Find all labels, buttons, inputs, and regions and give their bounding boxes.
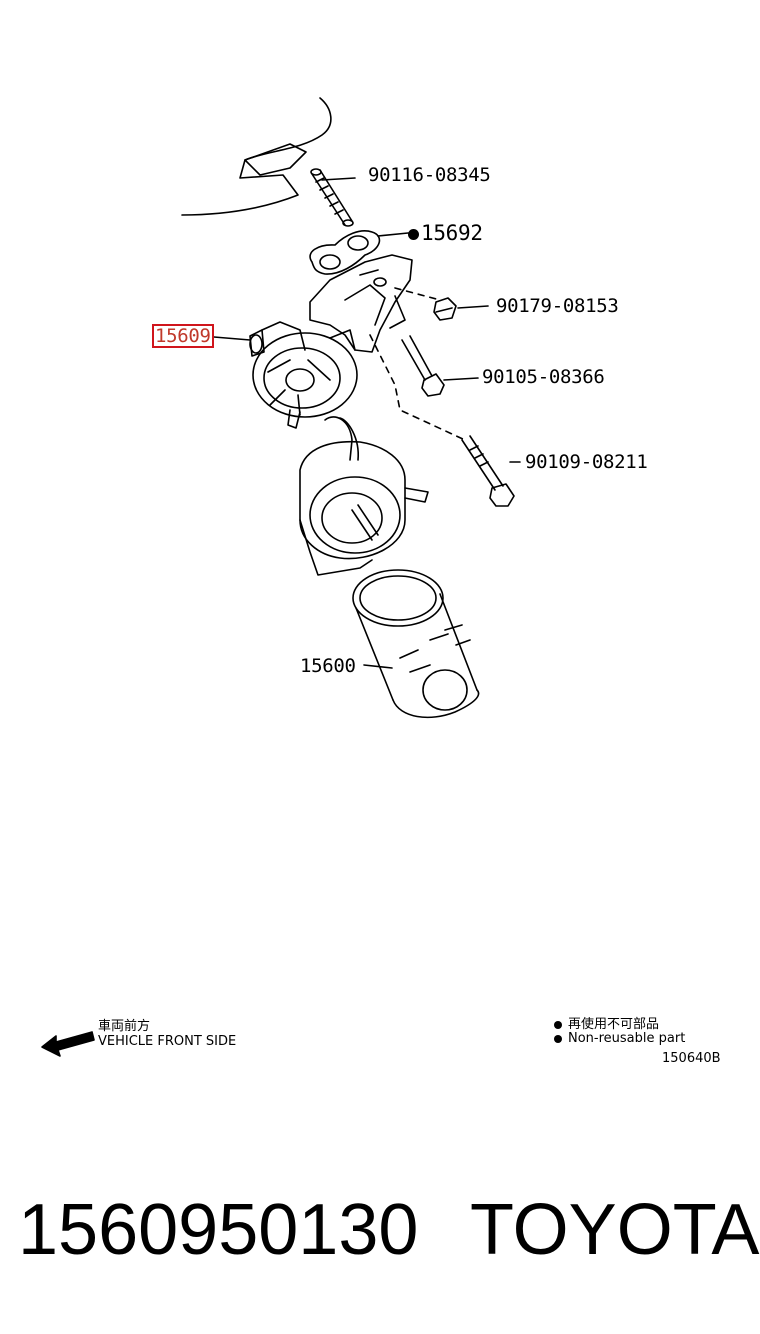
filled-circle-icon [554, 1034, 562, 1043]
leader-15609 [213, 336, 251, 341]
footer-part-number: 1560950130 [18, 1190, 419, 1270]
guide-dashes [369, 287, 466, 441]
nonreusable-jp: 再使用不可部品 [554, 1013, 659, 1032]
bolt-90109 [461, 435, 521, 507]
label-part-15600: 15600 [300, 655, 356, 677]
filled-circle-icon [408, 228, 419, 240]
label-part-90116: 90116-08345 [368, 164, 491, 186]
nonreusable-en-text: Non-reusable part [568, 1031, 686, 1046]
label-part-90179: 90179-08153 [496, 295, 619, 317]
footer-brand: TOYOTA [470, 1190, 760, 1270]
oil-filter-housing [249, 321, 358, 429]
arrow-left-icon [41, 1031, 95, 1057]
label-part-15609-highlight[interactable]: 15609 [152, 324, 214, 348]
vehicle-front-en: VEHICLE FRONT SIDE [98, 1034, 237, 1049]
nut-90179 [433, 297, 489, 321]
bolt-90105 [401, 335, 479, 397]
oil-filter-15600 [352, 569, 480, 719]
label-part-15692-text: 15692 [421, 221, 483, 245]
label-part-90105: 90105-08366 [482, 366, 605, 388]
stud-bolt-90116 [310, 168, 356, 227]
oil-filter-bracket [309, 254, 413, 353]
engine-block-outline [181, 97, 332, 216]
label-part-90109: 90109-08211 [525, 451, 648, 473]
filled-circle-icon [554, 1020, 562, 1029]
nonreusable-en: Non-reusable part [554, 1031, 685, 1046]
nonreusable-jp-text: 再使用不可部品 [568, 1017, 660, 1032]
oil-cooler [299, 416, 429, 576]
diagram-code: 150640B [662, 1051, 721, 1066]
label-part-15692: 15692 [408, 221, 483, 245]
gasket-15692 [309, 230, 409, 275]
vehicle-front-jp: 車両前方 [98, 1019, 151, 1034]
